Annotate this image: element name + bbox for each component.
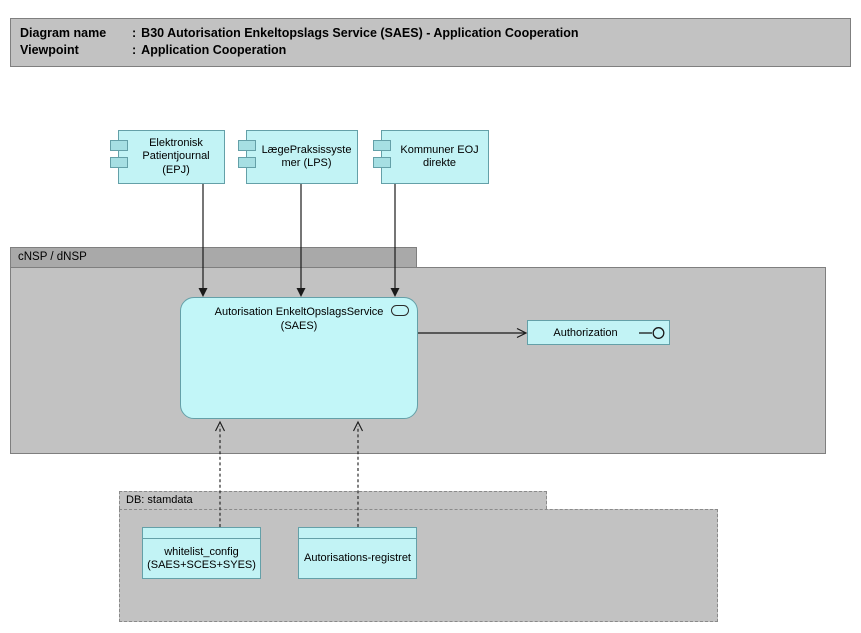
diagram-name-colon: : <box>132 26 137 40</box>
component-tab-icon <box>373 140 391 151</box>
service-autorisation-enkeltopslagsservice-saes: Autorisation EnkeltOpslagsService (SAES) <box>180 297 418 419</box>
group-cnsp-dnsp-tab: cNSP / dNSP <box>10 247 417 267</box>
group-db-stamdata-label: DB: stamdata <box>126 494 193 506</box>
db-table-autorisationsregistret: Autorisations-registret <box>298 527 417 579</box>
component-label: Kommuner EOJ direkte <box>400 143 479 170</box>
db-table-label: whitelist_config (SAES+SCES+SYES) <box>147 545 256 572</box>
interface-authorization: Authorization <box>527 320 670 345</box>
viewpoint-colon: : <box>132 43 137 57</box>
component-tab-icon <box>110 157 128 168</box>
component-tab-icon <box>238 157 256 168</box>
interface-label: Authorization <box>553 326 618 339</box>
component-tab-icon <box>110 140 128 151</box>
db-table-header-band <box>299 528 416 539</box>
application-service-icon <box>391 305 409 316</box>
component-kommuner-eoj-direkte: Kommuner EOJ direkte <box>373 130 489 184</box>
component-label: LægePraksissystemer (LPS) <box>261 143 352 170</box>
db-table-whitelist-config: whitelist_config (SAES+SCES+SYES) <box>142 527 261 579</box>
component-elektronisk-patientjournal: Elektronisk Patientjournal (EPJ) <box>110 130 225 184</box>
component-laegepraksissystemer: LægePraksissystemer (LPS) <box>238 130 358 184</box>
viewpoint-value: Application Cooperation <box>141 43 287 57</box>
db-table-header-band <box>143 528 260 539</box>
group-cnsp-dnsp-body <box>10 267 826 454</box>
diagram-name-row: Diagram name: B30 Autorisation Enkeltopsl… <box>20 25 842 42</box>
service-label: Autorisation EnkeltOpslagsService (SAES) <box>214 306 384 332</box>
component-tab-icon <box>238 140 256 151</box>
diagram-name-label: Diagram name <box>20 26 107 40</box>
provided-interface-lollipop-icon <box>639 327 665 339</box>
viewpoint-label: Viewpoint <box>20 43 79 57</box>
viewpoint-row: Viewpoint: Application Cooperation <box>20 42 842 59</box>
group-cnsp-dnsp-label: cNSP / dNSP <box>18 251 87 263</box>
diagram-title-box: Diagram name: B30 Autorisation Enkeltopsl… <box>10 18 851 67</box>
db-table-label: Autorisations-registret <box>304 552 411 565</box>
component-label: Elektronisk Patientjournal (EPJ) <box>142 136 210 176</box>
diagram-name-value: B30 Autorisation Enkeltopslags Service (… <box>141 26 579 40</box>
component-tab-icon <box>373 157 391 168</box>
group-db-stamdata-tab: DB: stamdata <box>119 491 547 509</box>
